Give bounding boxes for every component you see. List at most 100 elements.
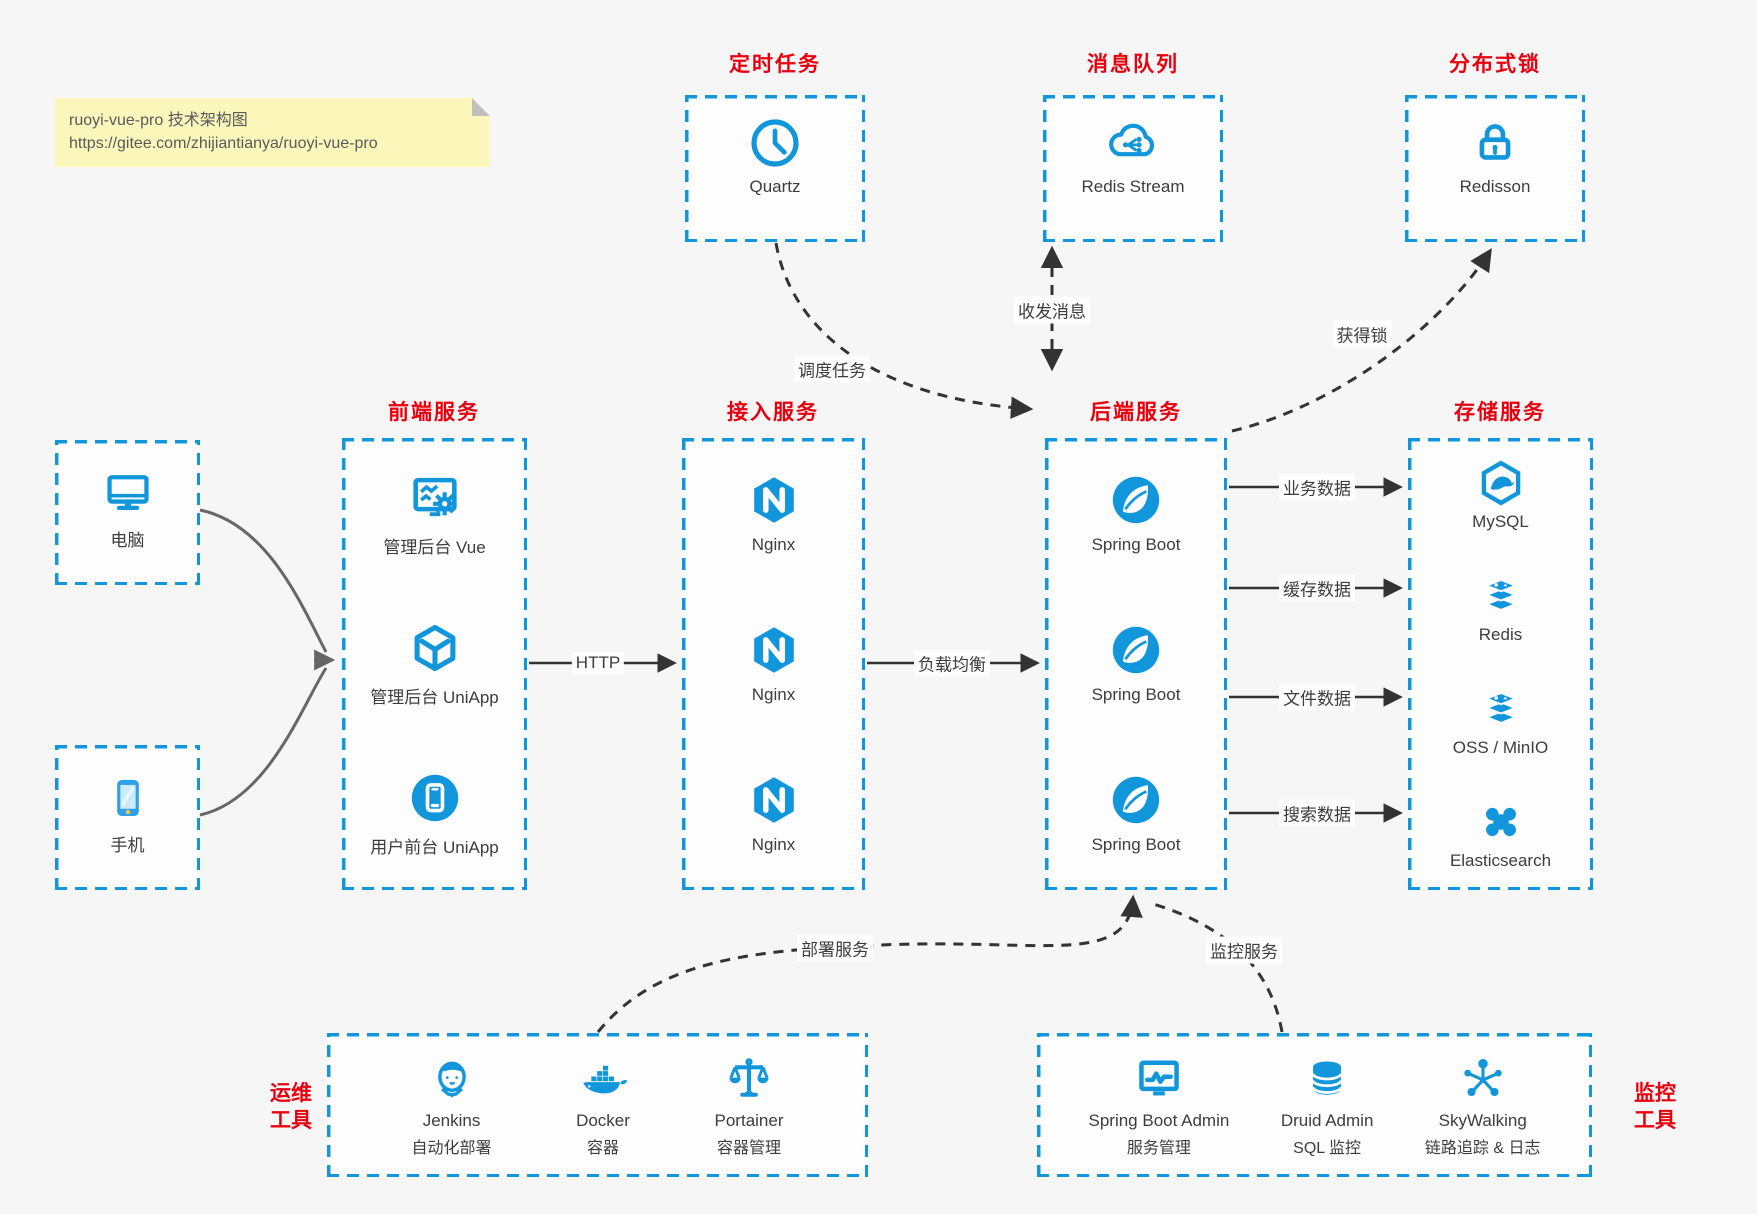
nginx-icon xyxy=(745,621,803,679)
ops-item-jenkins: Jenkins 自动化部署 xyxy=(412,1052,492,1158)
item-label: OSS / MinIO xyxy=(1452,738,1549,757)
frontend-item-admin-vue: 管理后台 Vue xyxy=(342,438,527,588)
monitor-item-sba: Spring Boot Admin 服务管理 xyxy=(1088,1052,1230,1158)
item-desc: 自动化部署 xyxy=(411,1140,492,1157)
title-storage: 存储服务 xyxy=(1454,401,1546,424)
chart-monitor-icon xyxy=(1132,1052,1186,1106)
admin-monitor-gear-icon xyxy=(406,469,464,527)
box-backend: Spring Boot Spring Boot Spring Boot xyxy=(1045,438,1227,890)
sticky-note: ruoyi-vue-pro 技术架构图 https://gitee.com/zh… xyxy=(55,98,490,167)
edge-label-deploy: 部署服务 xyxy=(797,934,873,962)
item-label: Quartz xyxy=(749,177,801,196)
box-phone: 手机 xyxy=(55,745,200,890)
item-label: MySQL xyxy=(1472,512,1529,531)
title-ops-line1: 运维 xyxy=(270,1082,312,1105)
spring-icon xyxy=(1107,621,1165,679)
note-line1: ruoyi-vue-pro 技术架构图 xyxy=(69,112,248,129)
item-label: Redis xyxy=(1478,625,1523,644)
desktop-icon xyxy=(101,466,155,520)
title-frontend: 前端服务 xyxy=(388,401,480,424)
storage-item-redis: Redis xyxy=(1408,551,1593,664)
scales-icon xyxy=(722,1052,776,1106)
padlock-icon xyxy=(1467,115,1523,171)
edge-label-message: 收发消息 xyxy=(1014,296,1090,324)
item-desc: 容器管理 xyxy=(717,1140,782,1157)
item-desc: SQL 监控 xyxy=(1293,1140,1362,1157)
gateway-item-nginx-1: Nginx xyxy=(682,438,865,588)
item-desc: 容器 xyxy=(587,1140,620,1157)
phone-circle-icon xyxy=(406,769,464,827)
item-name: Jenkins xyxy=(422,1111,481,1130)
edge-label-cache-data: 缓存数据 xyxy=(1279,574,1355,602)
clock-icon xyxy=(747,115,803,171)
note-line2: https://gitee.com/zhijiantianya/ruoyi-vu… xyxy=(69,135,378,152)
item-label: Nginx xyxy=(751,835,796,854)
box-computer: 电脑 xyxy=(55,440,200,585)
box-scheduler: Quartz xyxy=(685,95,865,242)
edge-label-http: HTTP xyxy=(571,652,625,674)
item-label: 管理后台 Vue xyxy=(383,537,486,557)
edge-label-schedule: 调度任务 xyxy=(794,355,870,383)
item-label: Elasticsearch xyxy=(1449,851,1552,870)
title-ops: 运维 工具 xyxy=(252,1080,330,1134)
edge-label-biz-data: 业务数据 xyxy=(1279,473,1355,501)
database-icon xyxy=(1300,1052,1354,1106)
elasticsearch-icon xyxy=(1475,796,1527,848)
title-backend: 后端服务 xyxy=(1090,401,1182,424)
title-lock: 分布式锁 xyxy=(1449,53,1541,76)
item-label: Nginx xyxy=(751,685,796,704)
box-storage: MySQL Redis xyxy=(1408,438,1593,890)
item-label: Spring Boot xyxy=(1091,835,1181,854)
item-label: 电脑 xyxy=(110,531,145,550)
edge-label-search-data: 搜索数据 xyxy=(1279,799,1355,827)
jenkins-icon xyxy=(425,1052,479,1106)
item-label: Redis Stream xyxy=(1081,177,1185,196)
spring-icon xyxy=(1107,771,1165,829)
box-gateway: Nginx Nginx Nginx xyxy=(682,438,865,890)
box-lock: Redisson xyxy=(1405,95,1585,242)
backend-item-springboot-3: Spring Boot xyxy=(1045,738,1227,888)
redis-stack-icon xyxy=(1475,683,1527,735)
title-monitor-line1: 监控 xyxy=(1634,1082,1676,1105)
redis-stack-icon xyxy=(1475,570,1527,622)
spring-icon xyxy=(1107,471,1165,529)
title-scheduler: 定时任务 xyxy=(729,53,821,76)
item-name: Docker xyxy=(576,1111,630,1130)
nginx-icon xyxy=(745,771,803,829)
item-label: 手机 xyxy=(110,836,145,855)
title-monitor: 监控 工具 xyxy=(1616,1080,1694,1134)
edge-label-load-balance: 负载均衡 xyxy=(914,649,990,677)
edge-label-monitor: 监控服务 xyxy=(1206,936,1282,964)
edge-monitor xyxy=(1149,901,1284,1033)
backend-item-springboot-1: Spring Boot xyxy=(1045,438,1227,588)
storage-item-mysql: MySQL xyxy=(1408,438,1593,551)
box-mq: Redis Stream xyxy=(1043,95,1223,242)
cloud-network-icon xyxy=(1105,115,1161,171)
nginx-icon xyxy=(745,471,803,529)
item-name: Druid Admin xyxy=(1280,1111,1374,1130)
item-label: Spring Boot xyxy=(1091,535,1181,554)
gateway-item-nginx-2: Nginx xyxy=(682,588,865,738)
item-name: Portainer xyxy=(714,1111,784,1130)
edge-deploy xyxy=(596,894,1143,1033)
gateway-item-nginx-3: Nginx xyxy=(682,738,865,888)
title-gateway: 接入服务 xyxy=(727,401,819,424)
title-mq: 消息队列 xyxy=(1087,53,1179,76)
monitor-item-druid: Druid Admin SQL 监控 xyxy=(1280,1052,1374,1158)
title-monitor-line2: 工具 xyxy=(1634,1109,1676,1132)
item-desc: 链路追踪 & 日志 xyxy=(1424,1140,1541,1157)
storage-item-oss-minio: OSS / MinIO xyxy=(1408,664,1593,777)
item-label: Redisson xyxy=(1459,177,1531,196)
storage-item-elasticsearch: Elasticsearch xyxy=(1408,777,1593,890)
item-desc: 服务管理 xyxy=(1126,1140,1191,1157)
edge-phone-to-frontend xyxy=(199,667,328,817)
item-name: Spring Boot Admin xyxy=(1088,1111,1230,1130)
backend-item-springboot-2: Spring Boot xyxy=(1045,588,1227,738)
item-label: 管理后台 UniApp xyxy=(370,687,499,707)
edge-computer-to-frontend xyxy=(199,508,328,653)
frontend-item-user-uniapp: 用户前台 UniApp xyxy=(342,738,527,888)
item-name: SkyWalking xyxy=(1438,1111,1527,1130)
box-frontend: 管理后台 Vue 管理后台 UniApp 用户前台 UniApp xyxy=(342,438,527,890)
edge-label-acquire-lock: 获得锁 xyxy=(1332,320,1392,348)
item-label: 用户前台 UniApp xyxy=(370,837,499,857)
